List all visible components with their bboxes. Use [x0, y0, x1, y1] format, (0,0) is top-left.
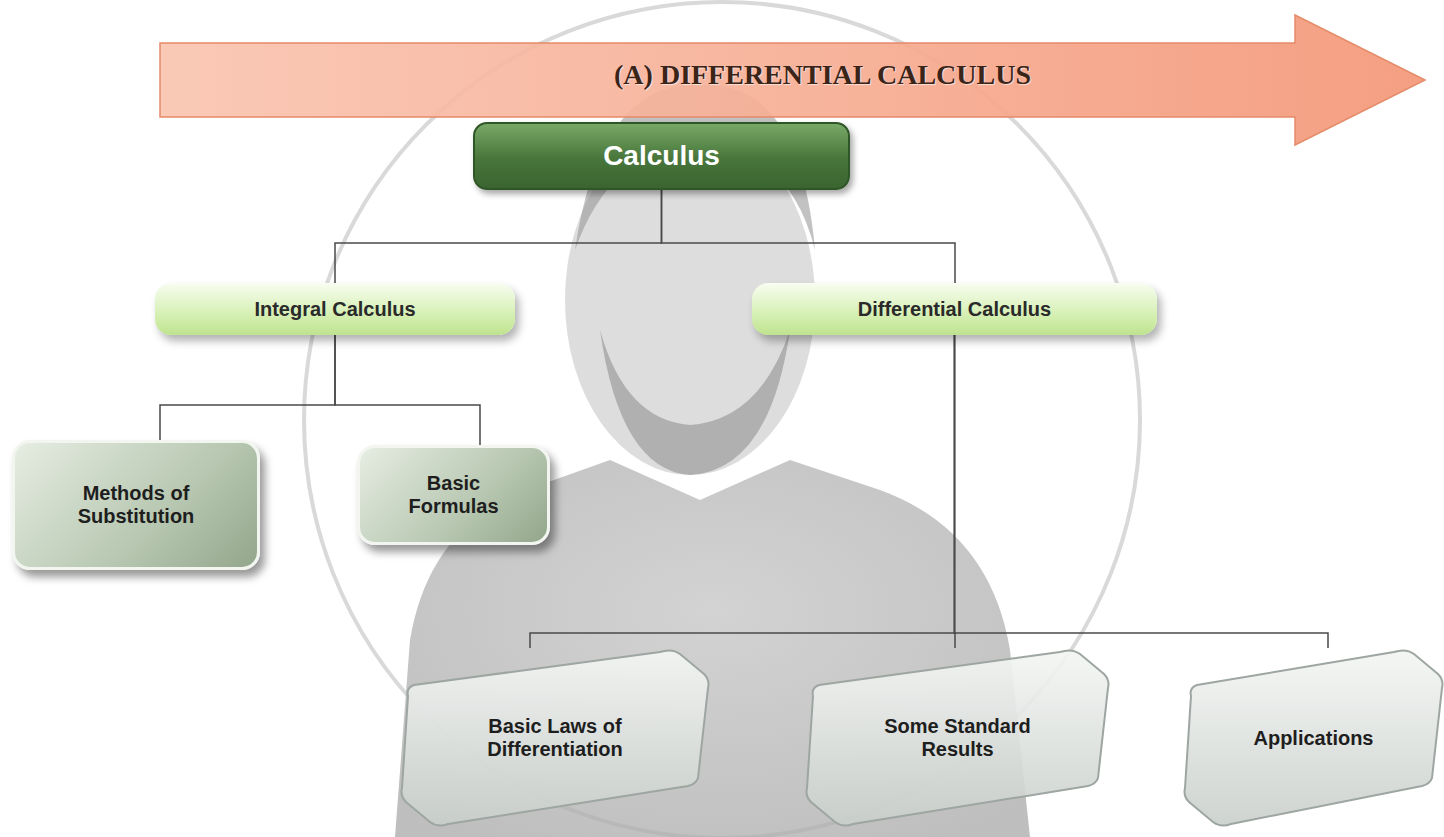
topic-glass: Basic Laws of Differentiation	[400, 648, 710, 828]
tree-connector	[530, 335, 955, 648]
node-label: Basic Laws of Differentiation	[465, 715, 645, 761]
node-label: (A) DIFFERENTIAL CALCULUS	[614, 59, 1031, 91]
node-label: Basic Formulas	[399, 472, 509, 518]
topic-glass: Applications	[1183, 648, 1444, 828]
node-label: Some Standard Results	[873, 715, 1043, 761]
tree-connector	[955, 335, 1329, 648]
node-label: Applications	[1253, 727, 1373, 750]
root-box: Calculus	[473, 122, 850, 190]
tree-connector	[335, 335, 480, 445]
topic-tile: Methods of Substitution	[12, 440, 260, 570]
tree-connector	[662, 190, 956, 283]
topic-glass: Some Standard Results	[805, 648, 1110, 828]
node-label: Methods of Substitution	[61, 482, 211, 528]
node-label: Integral Calculus	[254, 298, 415, 321]
branch-box: Integral Calculus	[155, 283, 515, 335]
watermark-circle	[304, 2, 1140, 837]
topic-tile: Basic Formulas	[357, 445, 550, 545]
watermark-beard	[600, 330, 790, 475]
node-label: Differential Calculus	[858, 298, 1051, 321]
tree-connector	[335, 190, 662, 283]
tree-connector	[160, 335, 335, 440]
branch-box: Differential Calculus	[752, 283, 1157, 335]
node-label: Calculus	[603, 140, 720, 172]
